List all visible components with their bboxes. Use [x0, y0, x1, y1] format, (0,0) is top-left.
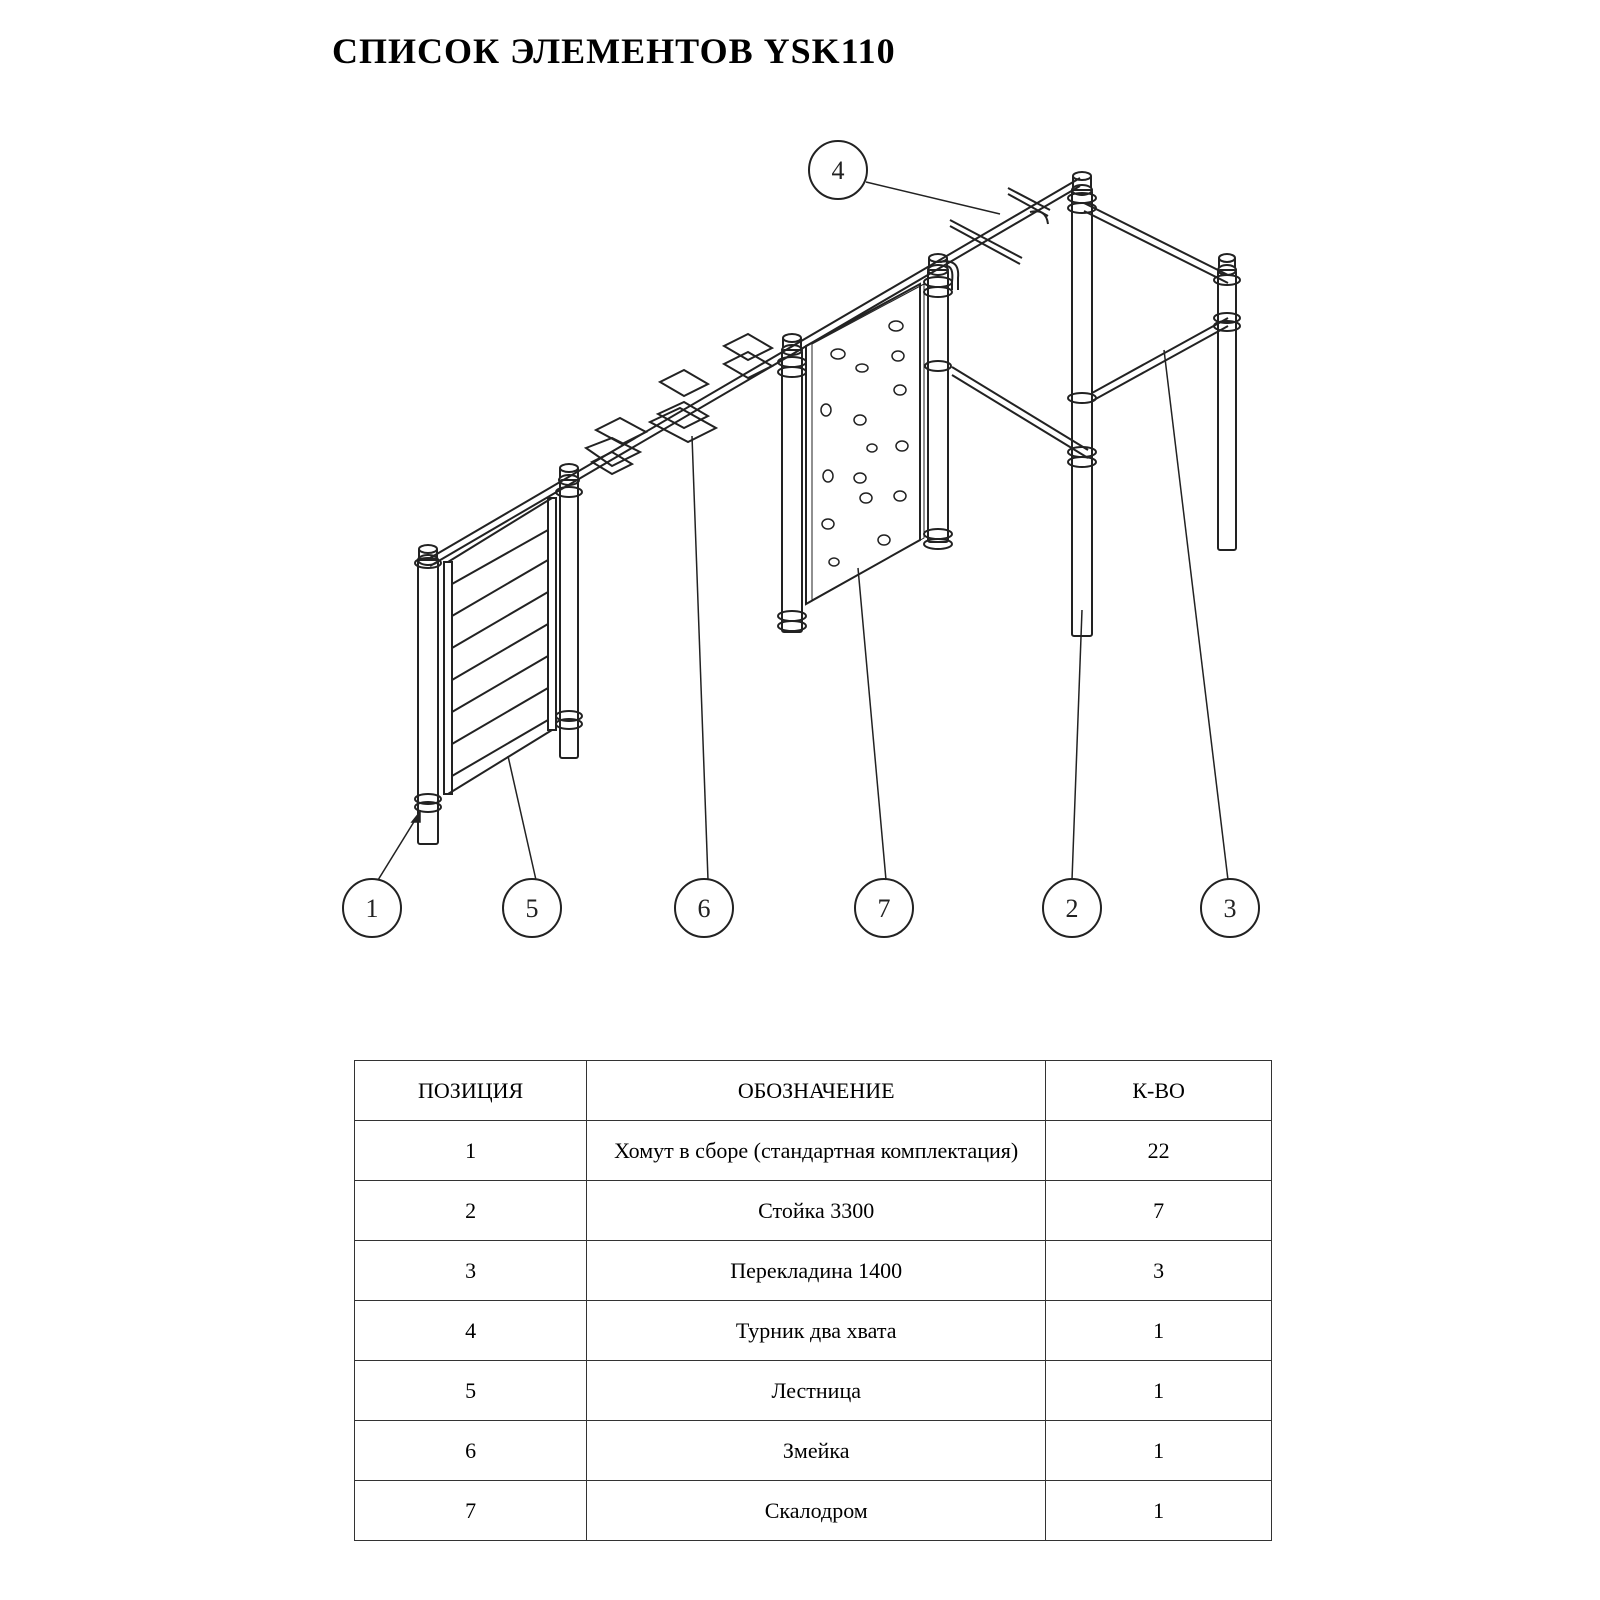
- cell-quantity: 7: [1045, 1180, 1272, 1241]
- cell-designation: Турник два хвата: [586, 1300, 1047, 1361]
- leader-lines: [378, 182, 1228, 880]
- cell-quantity: 1: [1045, 1360, 1272, 1421]
- cell-position: 7: [353, 1480, 588, 1541]
- cell-position: 5: [353, 1360, 588, 1421]
- cell-designation: Змейка: [586, 1420, 1047, 1481]
- table-row: 3 Перекладина 1400 3: [353, 1240, 1272, 1301]
- callout-label-5: 5: [526, 894, 539, 923]
- callout-label-6: 6: [698, 894, 711, 923]
- cell-quantity: 1: [1045, 1480, 1272, 1541]
- callout-label-1: 1: [366, 894, 379, 923]
- callout-circle-2: [1042, 878, 1102, 938]
- cell-designation: Перекладина 1400: [586, 1240, 1047, 1301]
- ladder: [444, 498, 556, 794]
- crossbar-upper: [1084, 203, 1228, 283]
- post-6: [1214, 254, 1240, 550]
- cell-position: 4: [353, 1300, 588, 1361]
- cell-position: 1: [353, 1120, 588, 1181]
- post-1: [415, 545, 441, 844]
- page-title: СПИСОК ЭЛЕМЕНТОВ YSK110: [332, 31, 896, 71]
- post-5: [1068, 172, 1096, 636]
- header-position: ПОЗИЦИЯ: [353, 1060, 588, 1121]
- cell-position: 2: [353, 1180, 588, 1241]
- crossbar-lower: [1092, 318, 1228, 401]
- callout-circle-6: [674, 878, 734, 938]
- callout-label-7: 7: [878, 894, 891, 923]
- callout-circle-3: [1200, 878, 1260, 938]
- cell-designation: Скалодром: [586, 1480, 1047, 1541]
- top-rail: [430, 178, 1080, 566]
- assembly-drawing: 4 1 5 6 7 2 3: [342, 140, 1260, 938]
- cell-designation: Стойка 3300: [586, 1180, 1047, 1241]
- cell-quantity: 3: [1045, 1240, 1272, 1301]
- climbing-wall: [806, 284, 924, 604]
- table-row: 4 Турник два хвата 1: [353, 1300, 1272, 1361]
- callout-label-2: 2: [1066, 894, 1079, 923]
- callout-circle-1: [342, 878, 402, 938]
- cell-designation: Лестница: [586, 1360, 1047, 1421]
- monkey-bars: [586, 334, 772, 474]
- table-row: 5 Лестница 1: [353, 1360, 1272, 1421]
- table-row: 1 Хомут в сборе (стандартная комплектаци…: [353, 1120, 1272, 1181]
- header-quantity: К-ВО: [1045, 1060, 1272, 1121]
- callout-label-4: 4: [832, 156, 845, 185]
- header-designation: ОБОЗНАЧЕНИЕ: [586, 1060, 1047, 1121]
- cell-designation: Хомут в сборе (стандартная комплектация): [586, 1120, 1047, 1181]
- crossbar-middle: [952, 367, 1088, 458]
- post-2: [556, 464, 582, 758]
- parts-table: ПОЗИЦИЯ ОБОЗНАЧЕНИЕ К-ВО 1 Хомут в сборе…: [353, 1060, 1272, 1541]
- callout-label-3: 3: [1224, 894, 1237, 923]
- table-row: 7 Скалодром 1: [353, 1480, 1272, 1541]
- callout-circle-5: [502, 878, 562, 938]
- cell-position: 3: [353, 1240, 588, 1301]
- callout-circle-4: [808, 140, 868, 200]
- cell-quantity: 22: [1045, 1120, 1272, 1181]
- cell-position: 6: [353, 1420, 588, 1481]
- table-header-row: ПОЗИЦИЯ ОБОЗНАЧЕНИЕ К-ВО: [353, 1060, 1272, 1121]
- callout-circle-7: [854, 878, 914, 938]
- post-3: [778, 334, 806, 632]
- cell-quantity: 1: [1045, 1300, 1272, 1361]
- table-row: 2 Стойка 3300 7: [353, 1180, 1272, 1241]
- post-4: [924, 254, 952, 549]
- cell-quantity: 1: [1045, 1420, 1272, 1481]
- table-row: 6 Змейка 1: [353, 1420, 1272, 1481]
